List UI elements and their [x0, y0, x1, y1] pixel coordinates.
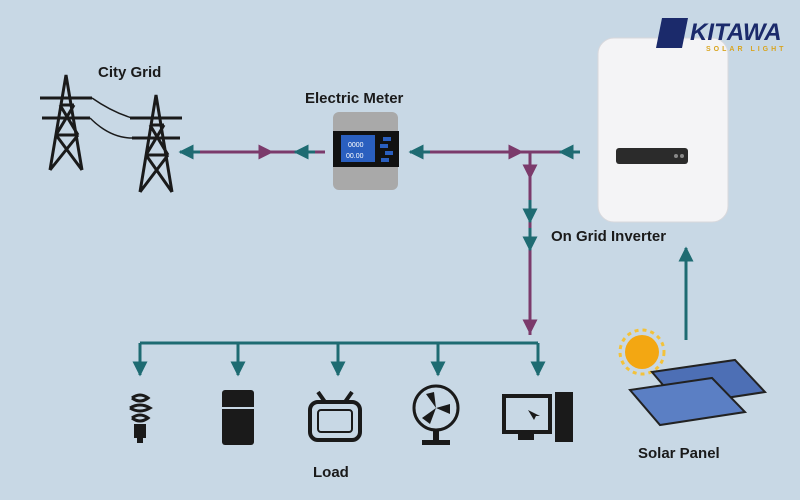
inverter-icon — [597, 37, 729, 223]
power-tower-icon — [40, 74, 182, 193]
svg-text:SOLAR LIGHT: SOLAR LIGHT — [706, 46, 786, 53]
svg-text:00.00: 00.00 — [346, 153, 364, 160]
flow-lines — [132, 144, 694, 377]
svg-text:0000: 0000 — [348, 142, 364, 149]
solar-panel-label: Solar Panel — [638, 445, 720, 462]
refrigerator-icon — [222, 390, 254, 445]
computer-icon — [502, 392, 573, 442]
inverter-label: On Grid Inverter — [551, 228, 666, 245]
load-label: Load — [313, 464, 349, 481]
fan-icon — [412, 384, 460, 445]
city-grid-label: City Grid — [98, 64, 161, 81]
kitawa-logo: KITAWA SOLAR LIGHT — [656, 18, 786, 53]
electric-meter-label: Electric Meter — [305, 90, 404, 107]
electric-meter-icon: 0000 00.00 — [333, 112, 399, 190]
svg-text:KITAWA: KITAWA — [690, 19, 782, 46]
tv-icon — [308, 390, 362, 442]
sun-icon — [618, 328, 666, 376]
solar-panel-icon — [628, 358, 768, 427]
light-bulb-icon — [129, 393, 153, 443]
